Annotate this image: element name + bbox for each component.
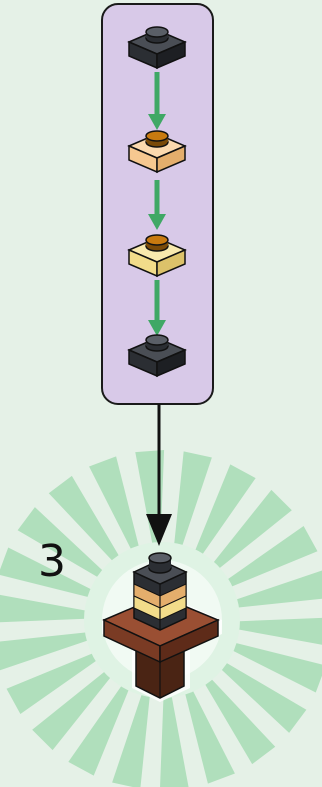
placement-arrow-icon	[146, 404, 172, 546]
sub-step-arrow-icon	[148, 280, 166, 336]
highlight-ray	[201, 570, 322, 612]
sub-assembly-callout	[101, 3, 214, 405]
black-round-plate-icon	[127, 334, 187, 378]
sub-step-arrow-icon	[148, 72, 166, 130]
brown-plate-with-stacked-column-icon	[102, 552, 222, 702]
black-round-plate-icon	[127, 26, 187, 70]
step-number: 3	[38, 536, 66, 587]
yellow-plate-trans-orange-stud-icon	[127, 234, 187, 278]
sub-step-arrow-icon	[148, 180, 166, 230]
tan-plate-trans-orange-stud-icon	[127, 130, 187, 174]
